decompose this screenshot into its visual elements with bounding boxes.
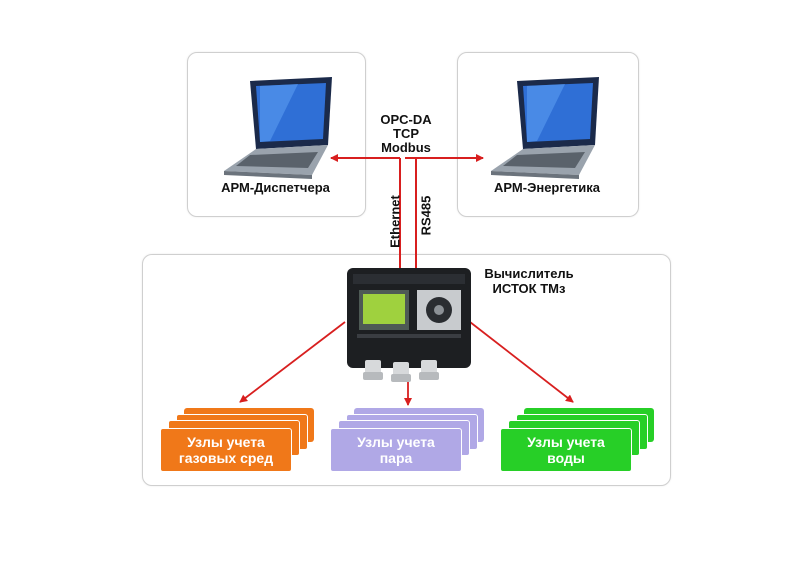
node-stack-water: Узлы учета воды — [500, 408, 655, 472]
node-gas-line2: газовых сред — [178, 450, 274, 466]
node-water-line1: Узлы учета — [527, 434, 605, 450]
node-steam-line1: Узлы учета — [357, 434, 435, 450]
device-label-line2: ИСТОК ТМз — [492, 281, 566, 296]
node-water-line2: воды — [547, 450, 585, 466]
node-stack-gas: Узлы учета газовых сред — [160, 408, 315, 472]
arrow-to-water — [469, 321, 574, 403]
node-stack-steam: Узлы учета пара — [330, 408, 485, 472]
device-label-line1: Вычислитель — [484, 266, 574, 281]
laptop-icon — [491, 77, 599, 179]
node-card-water: Узлы учета воды — [500, 428, 632, 472]
arrow-to-gas — [239, 321, 346, 403]
node-gas-line1: Узлы учета — [187, 434, 265, 450]
ethernet-label: Ethernet — [387, 195, 403, 248]
device-label: Вычислитель ИСТОК ТМз — [474, 266, 584, 296]
node-steam-line2: пара — [379, 450, 413, 466]
protocol-labels: OPC-DA TCP Modbus — [366, 113, 446, 155]
protocol-opc-da: OPC-DA — [380, 112, 432, 127]
laptop-icon — [224, 77, 332, 179]
workstation-label-dispatcher: АРМ-Диспетчера — [221, 180, 330, 195]
node-card-steam: Узлы учета пара — [330, 428, 462, 472]
flow-computer-icon — [347, 268, 471, 382]
protocol-modbus: Modbus — [381, 140, 431, 155]
rs485-label: RS485 — [418, 195, 434, 236]
protocol-tcp: TCP — [393, 126, 419, 141]
workstation-label-energy: АРМ-Энергетика — [494, 180, 600, 195]
node-card-gas: Узлы учета газовых сред — [160, 428, 292, 472]
